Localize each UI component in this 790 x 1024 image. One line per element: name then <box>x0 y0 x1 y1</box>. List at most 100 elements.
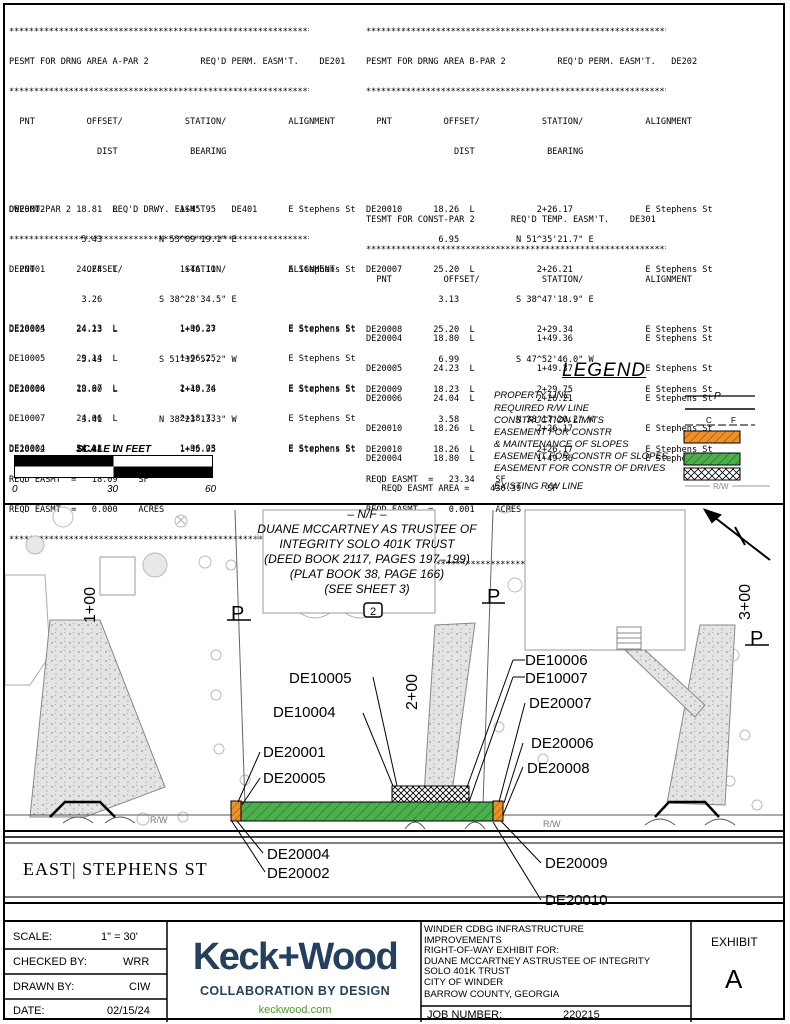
table-stars: ****************************************… <box>9 27 309 37</box>
table-stars: ****************************************… <box>366 27 666 37</box>
project-line-4: DUANE MCCARTNEY ASTRUSTEE OF INTEGRITY <box>424 955 651 967</box>
table-row: DE10005 29.14 L 1+96.25 E Stephens St <box>9 354 356 364</box>
scale-tick-60: 60 <box>205 484 217 495</box>
legend-maintenance-slopes: & MAINTENANCE OF SLOPES <box>494 439 629 450</box>
date-value: 02/15/24 <box>107 1005 150 1017</box>
table-stars: ****************************************… <box>366 560 666 570</box>
table-row: 3.58 N 38^17'20.2" W <box>366 415 594 425</box>
drawn-by-label: DRAWN BY: <box>13 981 75 993</box>
company-website-link[interactable]: keckwood.com <box>258 1004 332 1016</box>
table-stars: ****************************************… <box>366 245 666 255</box>
scale-bar <box>14 455 213 478</box>
easement-green-slopes <box>240 801 494 822</box>
legend-rw-text: R/W <box>713 482 729 491</box>
legend-required-rw: REQUIRED R/W LINE <box>494 403 590 414</box>
table-row: DE20002 18.81 L 1+45.95 E Stephens St <box>9 205 356 215</box>
shed-building <box>99 556 136 596</box>
legend-construction-limits: CONSTRUCTION LIMITS <box>494 415 604 426</box>
table-col-headers: PNT OFFSET/ STATION/ ALIGNMENT <box>366 275 692 285</box>
project-line-7: BARROW COUNTY, GEORGIA <box>424 989 560 1000</box>
exhibit-letter: A <box>725 964 743 994</box>
table-row: REQD EASMT = 23.34 SF <box>366 475 506 485</box>
callout-de20005: DE20005 <box>263 770 326 787</box>
property-symbol-mid: P <box>487 586 500 608</box>
scale-label: SCALE: <box>13 931 53 943</box>
callout-de20006: DE20006 <box>531 735 594 752</box>
table-row: REQD EASMT = 0.000 ACRES <box>9 505 165 515</box>
callout-de20010: DE20010 <box>545 892 608 909</box>
job-number-value: 220215 <box>563 1009 600 1021</box>
street-name: EAST| STEPHENS ST <box>23 859 208 879</box>
project-line-5: SOLO 401K TRUST <box>424 966 511 978</box>
owner-trust: INTEGRITY SOLO 401K TRUST <box>279 537 456 551</box>
table-row: DE20010 18.26 L 2+26.17 E Stephens St <box>366 205 713 215</box>
table-stars: ****************************************… <box>9 535 309 545</box>
table-row: REQD EASMT AREA = 430.39 SF <box>366 484 558 494</box>
scale-tick-0: 0 <box>12 484 18 495</box>
table-row: DE20008 25.20 L 2+29.34 E Stephens St <box>366 325 713 335</box>
legend-orange-swatch <box>683 430 741 444</box>
right-building <box>524 509 686 651</box>
table-col-headers: PNT OFFSET/ STATION/ ALIGNMENT <box>9 117 335 127</box>
legend-f-label: F <box>731 416 736 425</box>
table-row: DE10004 24.13 L 1+96.23 E Stephens St <box>9 324 356 334</box>
callout-de20007: DE20007 <box>529 695 592 712</box>
parcel-badge <box>363 602 383 618</box>
owner-plat: (PLAT BOOK 38, PAGE 166) <box>290 567 444 581</box>
legend-easement-constr: EASEMENT FOR CONSTR <box>494 427 612 438</box>
legend-easement-slopes: EASEMENT FOR CONSTR OF SLOPES <box>494 451 669 462</box>
legend-crosshatch-swatch <box>683 467 741 481</box>
easement-orange-left <box>230 800 242 822</box>
callout-de10005: DE10005 <box>289 670 352 687</box>
callout-de20008: DE20008 <box>527 760 590 777</box>
rw-label: R/W <box>150 815 168 825</box>
legend-symbols: P C F R/W <box>683 391 770 491</box>
easement-orange-right <box>492 800 504 822</box>
rw-label: R/W <box>543 819 561 829</box>
table-col-headers: PNT OFFSET/ STATION/ ALIGNMENT <box>9 265 335 275</box>
table-header: TESMT FOR CONST-PAR 2 REQ'D TEMP. EASM'T… <box>366 215 656 225</box>
callout-de20004: DE20004 <box>267 846 330 863</box>
checked-by-value: WRR <box>123 956 150 968</box>
table-row: 3.41 N 38^23'13.3" W <box>9 415 237 425</box>
title-block: SCALE: 1" = 30' CHECKED BY: WRR DRAWN BY… <box>3 920 785 1022</box>
logo-wordmark: Keck+Wood <box>192 936 399 978</box>
table-row: DE20005 24.23 L 1+49.37 E Stephens St <box>366 364 713 374</box>
owner-nf: – N/F – <box>346 507 386 521</box>
easement-driveway-crosshatch <box>391 785 470 803</box>
table-stars: ****************************************… <box>9 235 309 245</box>
scale-tick-30: 30 <box>107 484 119 495</box>
project-line-3: RIGHT-OF-WAY EXHIBIT FOR: <box>424 945 560 957</box>
callout-de20002: DE20002 <box>267 865 330 882</box>
table-row: 6.99 S 47^52'46.0" W <box>366 355 594 365</box>
parcel-number: 2 <box>370 606 376 618</box>
drawn-by-value: CIW <box>129 981 151 993</box>
table-row: 5.43 N 53^09'19.1" E <box>9 235 237 245</box>
table-row: DE20004 18.80 L 1+49.36 E Stephens St <box>366 334 713 344</box>
table-row: 6.95 N 51^35'21.7" E <box>366 235 594 245</box>
table-driveway-easement: DWESMT-PAR 2 REQ'D DRWY. EASM'T. DE401 *… <box>9 185 356 464</box>
table-row: REQD EASMT = 18.09 SF <box>9 475 149 485</box>
table-col-headers-2: DIST BEARING <box>366 147 584 157</box>
table-row: DE10004 24.13 L 1+96.23 E Stephens St <box>9 444 356 454</box>
table-row: DE10006 29.07 L 2+18.74 E Stephens St <box>9 384 356 394</box>
table-row: DE10007 24.06 L 2+18.73 E Stephens St <box>9 414 356 424</box>
property-symbol-right: P <box>750 628 763 650</box>
callout-de10004: DE10004 <box>273 704 336 721</box>
project-line-6: CITY OF WINDER <box>424 977 504 988</box>
table-col-headers: PNT OFFSET/ STATION/ ALIGNMENT <box>366 117 692 127</box>
project-line-2: IMPROVEMENTS <box>424 934 502 946</box>
station-2-00: 2+00 <box>404 674 421 710</box>
table-row: 5.43 S 51^32'57.2" W <box>9 355 237 365</box>
legend-title: LEGEND <box>562 360 647 381</box>
exhibit-label: EXHIBIT <box>711 935 758 949</box>
plan-separator <box>3 503 785 505</box>
table-row: 3.26 S 38^28'34.5" E <box>9 295 237 305</box>
logo-tagline: COLLABORATION BY DESIGN <box>200 984 390 998</box>
plan-view: P P P 1+00 2+00 3+00 – N/F – DUANE MCCAR… <box>5 505 783 909</box>
date-label: DATE: <box>13 1005 45 1017</box>
checked-by-label: CHECKED BY: <box>13 956 87 968</box>
house-building <box>262 509 436 614</box>
table-header: PESMT FOR DRNG AREA B-PAR 2 REQ'D PERM. … <box>366 57 698 67</box>
legend-green-swatch <box>683 452 741 466</box>
